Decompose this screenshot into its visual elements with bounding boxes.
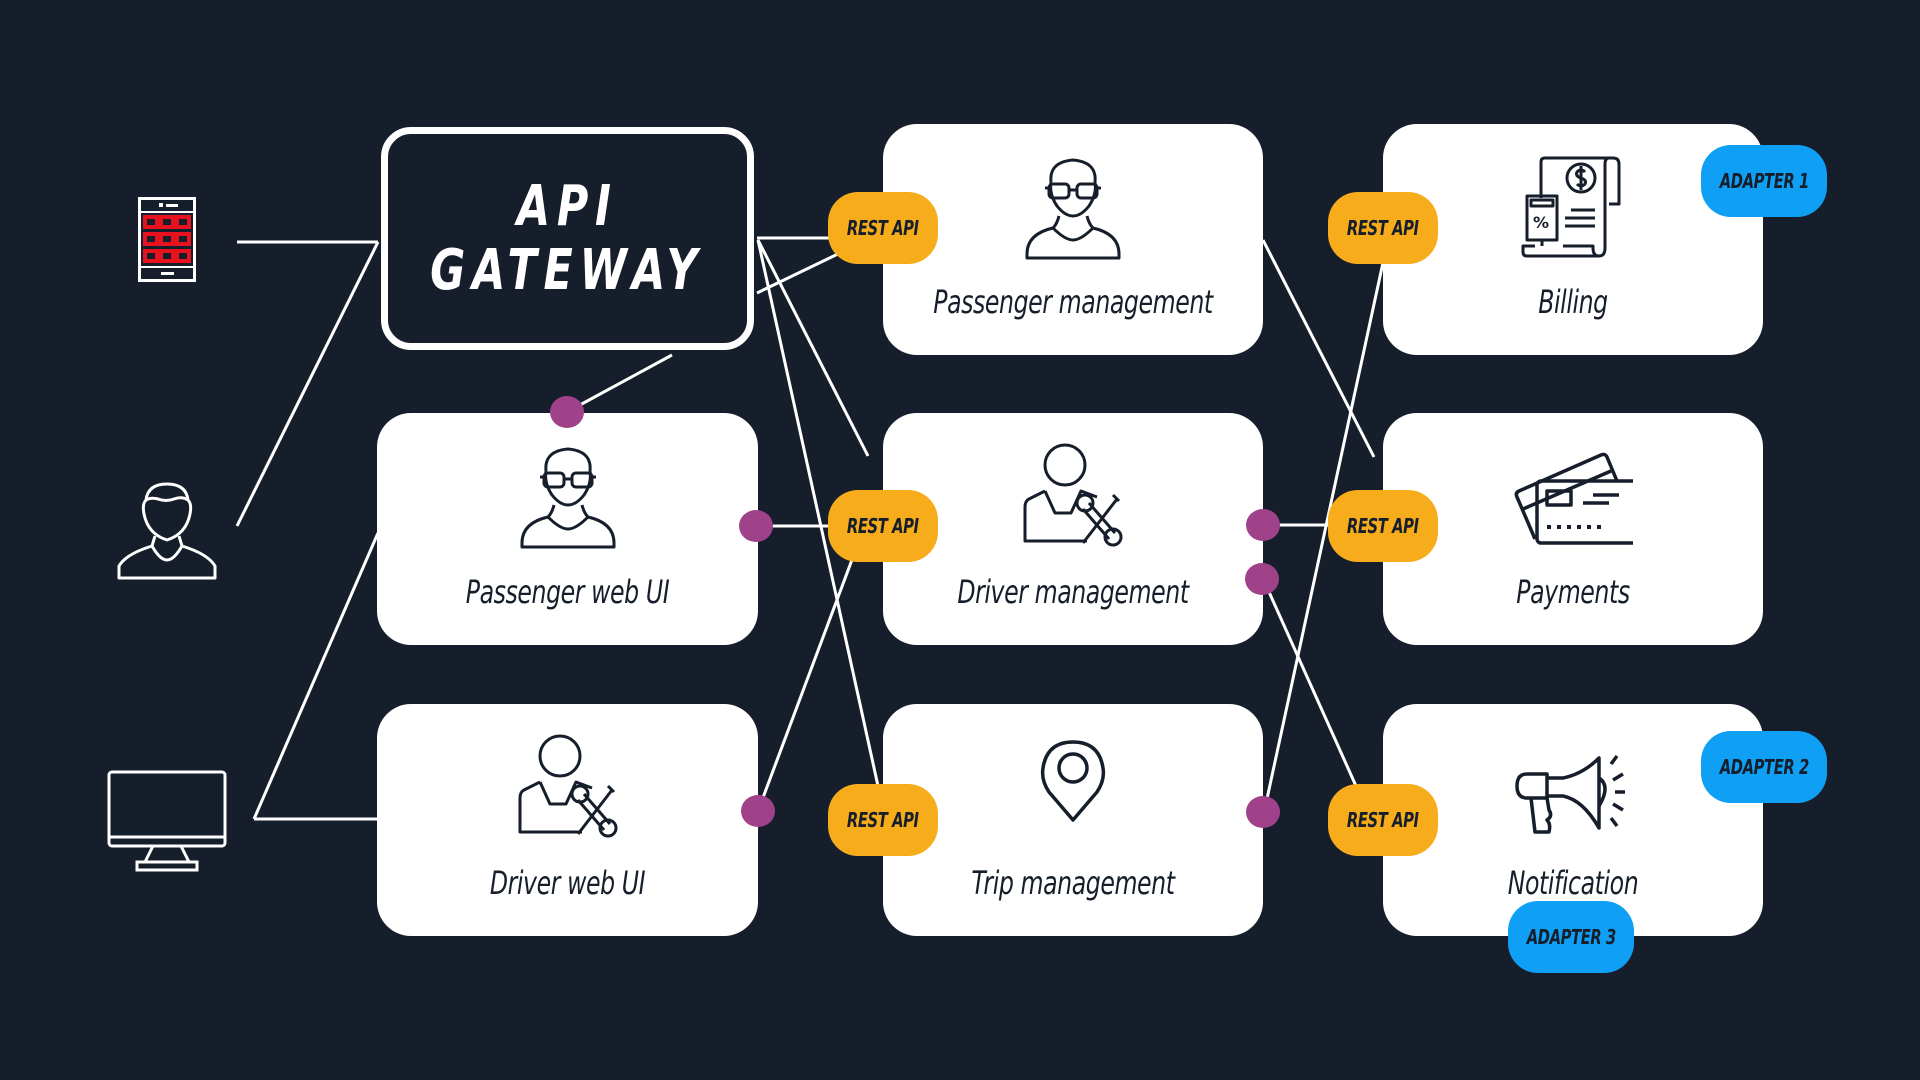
node-label: Billing <box>1538 283 1608 321</box>
billing-card[interactable]: % Billing <box>1383 124 1763 355</box>
node-label: Passenger management <box>933 283 1213 321</box>
desktop-monitor-icon <box>107 770 227 872</box>
driver-web-ui-card[interactable]: Driver web UI <box>377 704 758 936</box>
connector-dot-driver-management-1 <box>1246 509 1280 541</box>
user-icon <box>117 482 217 580</box>
node-label: Payments <box>1516 573 1630 611</box>
connector-dot-passenger-web-ui-top <box>550 396 584 428</box>
driver-management-card[interactable]: Driver management <box>883 413 1263 645</box>
connector-dot-passenger-web-ui-right <box>739 510 773 542</box>
adapter-2-badge[interactable]: ADAPTER 2 <box>1701 731 1827 803</box>
gateway-title-line1: API <box>517 173 618 239</box>
wire-user-gateway <box>235 241 380 527</box>
wire-gateway-rest1-b <box>756 250 843 295</box>
tablet-icon <box>138 197 196 282</box>
client-tablet <box>138 197 196 282</box>
api-gateway[interactable]: API GATEWAY <box>381 127 754 350</box>
credit-cards-icon <box>1514 452 1633 545</box>
client-user <box>114 478 220 580</box>
wire-pmgmt-rest-payments <box>1261 239 1376 458</box>
rest-api-badge-passenger-management[interactable]: REST API <box>828 192 938 264</box>
rest-api-label: REST API <box>847 216 919 240</box>
driver-tools-icon <box>518 734 617 838</box>
trip-management-card[interactable]: Trip management <box>883 704 1263 936</box>
svg-text:%: % <box>1533 213 1549 232</box>
rest-api-badge-driver-management[interactable]: REST API <box>828 490 938 562</box>
wire-gateway-rest2 <box>756 239 870 457</box>
wire-gateway-passenger-web-ui <box>566 353 673 414</box>
node-label: Notification <box>1507 864 1639 902</box>
connector-dot-driver-management-2 <box>1245 563 1279 595</box>
client-desktop <box>107 770 227 872</box>
wire-trip-rest-billing <box>1263 257 1386 809</box>
adapter-3-badge[interactable]: ADAPTER 3 <box>1508 901 1634 973</box>
rest-api-label: REST API <box>1347 216 1419 240</box>
wire-gateway-rest3 <box>756 239 880 787</box>
rest-api-badge-trip-management[interactable]: REST API <box>828 784 938 856</box>
node-label: Trip management <box>971 864 1175 902</box>
connector-dot-driver-web-ui-right <box>741 795 775 827</box>
invoice-dollar-icon: % <box>1521 156 1621 258</box>
wire-dwebui-rest2 <box>756 516 870 812</box>
megaphone-icon <box>1515 754 1625 834</box>
node-label: Driver management <box>957 573 1189 611</box>
passenger-web-ui-card[interactable]: Passenger web UI <box>377 413 758 645</box>
notification-card[interactable]: Notification <box>1383 704 1763 936</box>
rest-api-label: REST API <box>847 808 919 832</box>
node-label: Passenger web UI <box>465 573 670 611</box>
passenger-glasses-icon <box>520 447 615 549</box>
rest-api-badge-payments[interactable]: REST API <box>1328 490 1438 562</box>
adapter-label: ADAPTER 2 <box>1719 755 1809 779</box>
payments-card[interactable]: Payments <box>1383 413 1763 645</box>
node-label: Driver web UI <box>489 864 646 902</box>
map-pin-icon <box>1040 740 1106 822</box>
wire-desktop-passenger-web-ui <box>252 532 380 820</box>
rest-api-badge-billing[interactable]: REST API <box>1328 192 1438 264</box>
wire-dmgmt-rest-notification <box>1263 582 1358 787</box>
rest-api-badge-notification[interactable]: REST API <box>1328 784 1438 856</box>
adapter-label: ADAPTER 3 <box>1526 925 1616 949</box>
adapter-1-badge[interactable]: ADAPTER 1 <box>1701 145 1827 217</box>
adapter-label: ADAPTER 1 <box>1719 169 1809 193</box>
rest-api-label: REST API <box>847 514 919 538</box>
driver-tools-icon <box>1023 443 1123 547</box>
passenger-management-card[interactable]: Passenger management <box>883 124 1263 355</box>
gateway-title-line2: GATEWAY <box>430 237 705 303</box>
rest-api-label: REST API <box>1347 514 1419 538</box>
rest-api-label: REST API <box>1347 808 1419 832</box>
passenger-glasses-icon <box>1025 158 1121 260</box>
connector-dot-trip-management <box>1246 796 1280 828</box>
